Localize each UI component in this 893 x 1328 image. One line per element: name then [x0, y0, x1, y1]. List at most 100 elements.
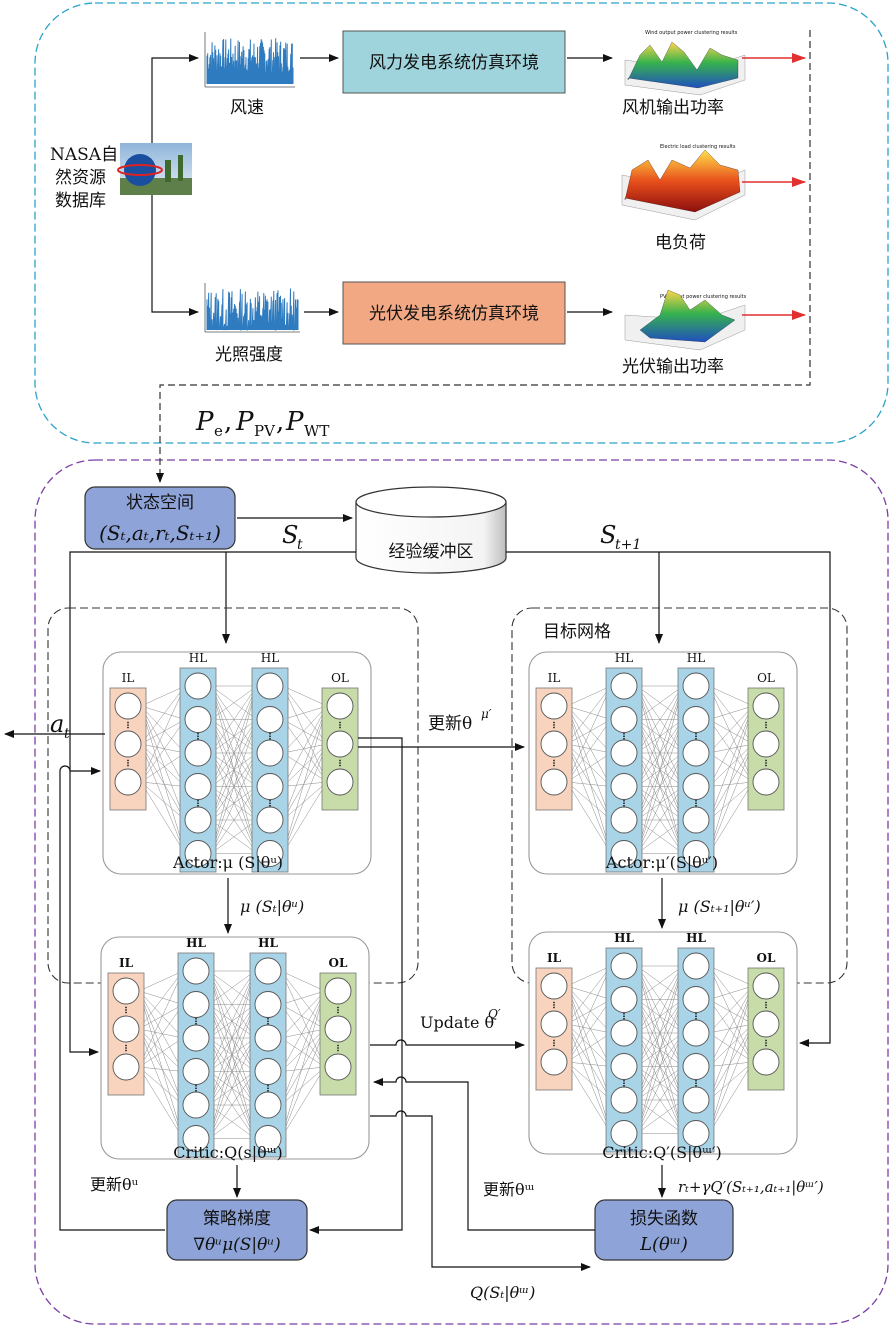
wind-env-box — [342, 30, 566, 94]
actor-target-node — [752, 692, 780, 720]
actor-target-connections — [566, 685, 754, 854]
critic-node — [254, 1125, 282, 1152]
actor-target-node — [610, 840, 638, 867]
loss-function-formula: L(θᵚ) — [639, 1234, 688, 1255]
actor-target-node — [682, 773, 710, 800]
p-pv-sub: PV — [254, 422, 276, 440]
p-e-sub: e — [214, 422, 223, 440]
actor-target-layer-label-0: IL — [548, 671, 561, 685]
policy-gradient-title: 策略梯度 — [203, 1209, 271, 1229]
load-plot-title: Electric load clustering results — [660, 144, 736, 150]
critic-target-node — [610, 1120, 638, 1147]
state-space-formula: (Sₜ,aₜ,rₜ,Sₜ₊₁) — [99, 521, 221, 545]
critic-node — [254, 957, 282, 985]
critic-layer-label-2: HL — [258, 936, 278, 950]
pv-power-plot: PV output power clustering results — [624, 289, 747, 351]
actor-node — [184, 773, 212, 800]
replay-buffer-label: 经验缓冲区 — [389, 542, 474, 562]
wind-speed-chart — [204, 32, 295, 88]
wind-speed-label: 风速 — [230, 98, 264, 118]
critic-layer-label-0: IL — [119, 956, 134, 970]
p-wt-sub: WT — [304, 422, 329, 440]
arrow-update-critic — [373, 1076, 595, 1231]
critic-node — [254, 1091, 282, 1119]
actor-node — [256, 739, 284, 767]
actor-layer-label-1: HL — [189, 651, 207, 665]
critic-node — [182, 1091, 210, 1119]
actor-target-node — [682, 806, 710, 834]
critic-target-node — [682, 986, 710, 1013]
actor-target-node — [540, 730, 568, 758]
actor-target-node — [540, 692, 568, 720]
update-mu-label: 更新θᵘ — [90, 1175, 139, 1194]
actor-node — [114, 768, 142, 796]
svg-text:,: , — [276, 407, 284, 437]
update-mu-prime-sup: μ′ — [481, 707, 492, 721]
critic-node — [324, 1053, 352, 1081]
wind-power-label: 风机输出功率 — [622, 98, 724, 118]
mu-st1-label: μ (Sₜ₊₁|θᵘ′) — [678, 897, 761, 916]
critic-node — [112, 977, 140, 1005]
critic-target-node — [682, 1019, 710, 1047]
update-q-label: Update θ — [420, 1013, 494, 1032]
mu-st-label: μ (Sₜ|θᵘ) — [240, 897, 304, 916]
critic-node — [182, 991, 210, 1018]
state-space-box — [84, 486, 236, 550]
load-plot: Electric load clustering results — [621, 144, 746, 221]
critic-target-node — [752, 1048, 780, 1076]
critic-target-layer-1 — [605, 947, 643, 1153]
critic-target-layer-label-0: IL — [547, 951, 562, 965]
data-source-line2: 然资源 — [55, 168, 106, 188]
critic-node — [324, 1015, 352, 1043]
critic-target-node — [540, 972, 568, 1000]
actor-node — [256, 806, 284, 834]
p-e-symbol: P — [195, 407, 214, 437]
q-st-label: Q(Sₜ|θᵚ) — [470, 1283, 535, 1302]
critic-target-node — [682, 1120, 710, 1147]
critic-target-layer-2 — [677, 947, 715, 1153]
update-omega-label: 更新θᵚ — [483, 1180, 535, 1199]
p-pv-symbol: P — [235, 407, 254, 437]
critic-node — [324, 977, 352, 1005]
svg-text:,: , — [224, 407, 232, 437]
replay-buffer-cylinder — [355, 486, 507, 574]
pv-plot-title: PV output power clustering results — [660, 294, 747, 300]
critic-target-connections — [566, 965, 754, 1134]
st-label: S — [282, 521, 298, 549]
critic-node — [182, 1024, 210, 1052]
actor-layer-label-0: IL — [122, 671, 135, 685]
critic-target-layer-label-2: HL — [686, 931, 706, 945]
actor-layer-label-3: OL — [331, 671, 349, 685]
critic-target-caption: Critic:Q′(S|θᵚ′) — [602, 1143, 722, 1162]
source-branch-lines — [151, 54, 199, 316]
critic-caption: Critic:Q(s|θᵚ) — [173, 1143, 283, 1162]
critic-target-node — [610, 1086, 638, 1114]
actor-target-node — [610, 773, 638, 800]
actor-node — [256, 773, 284, 800]
actor-target-node — [540, 768, 568, 796]
arrow-update-actor — [59, 765, 165, 1231]
actor-output-to-gradient — [309, 737, 403, 1234]
critic-node — [182, 957, 210, 985]
actor-node — [256, 672, 284, 700]
critic-target-node — [682, 1053, 710, 1080]
irradiance-chart — [204, 283, 300, 338]
actor-target-node — [752, 730, 780, 758]
critic-node — [182, 1125, 210, 1152]
policy-gradient-formula: ∇θᵘμ(S|θᵘ) — [193, 1235, 281, 1255]
at-sub: t — [64, 726, 70, 742]
actor-layer-2 — [251, 667, 289, 873]
actor-layer-1 — [179, 667, 217, 873]
loss-function-title: 损失函数 — [630, 1209, 698, 1229]
critic-node — [112, 1015, 140, 1043]
policy-gradient-box — [166, 1199, 308, 1261]
critic-layer-label-1: HL — [186, 936, 206, 950]
state-vector-label: P e , P PV , P WT — [195, 407, 329, 440]
ddpg-frame — [34, 459, 889, 1325]
update-q-sup: Q′ — [488, 1007, 501, 1021]
arrow-update-critic-target — [370, 1039, 525, 1049]
st1-sub: t+1 — [615, 537, 641, 553]
actor-node — [184, 806, 212, 834]
